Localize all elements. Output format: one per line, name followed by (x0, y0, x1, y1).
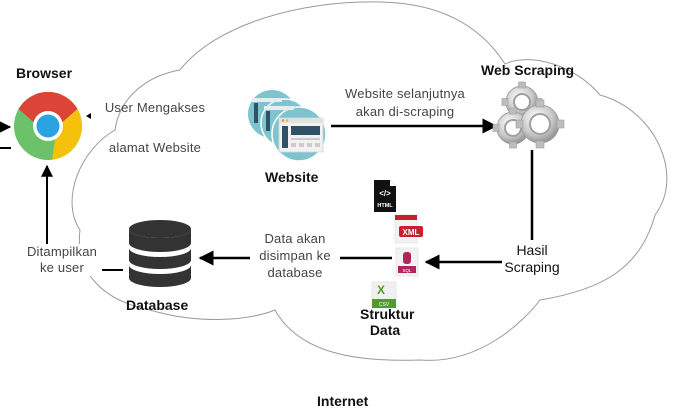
database-icon (129, 220, 191, 287)
svg-text:</>: </> (379, 189, 391, 198)
website-label: Website (265, 169, 319, 185)
edge-label-line: ke user (39, 260, 85, 275)
edge-label-line: Website selanjutnya (345, 86, 465, 101)
website-pages-icon (248, 90, 327, 162)
edge-label-line: disimpan ke (259, 248, 331, 263)
edge-label-line: database (267, 265, 323, 280)
chrome-icon (14, 92, 82, 160)
sql-file-icon: SQL (395, 247, 419, 277)
edge-label-line: Ditampilkan (26, 244, 98, 259)
web-scraping-label: Web Scraping (481, 62, 575, 78)
svg-text:SQL: SQL (402, 268, 412, 273)
svg-text:HTML: HTML (377, 203, 393, 209)
edge-label-line: Hasil (516, 242, 548, 258)
html-file-icon: </> HTML (374, 180, 396, 212)
svg-text:CSV: CSV (379, 302, 390, 308)
csv-file-icon: X CSV (371, 281, 397, 309)
xml-file-icon: XML (394, 214, 423, 244)
edge-label-struktur-to-database: Data akan disimpan ke database (250, 230, 340, 281)
edge-label-line: Data akan (264, 231, 326, 246)
edge-label-line: User Mengakses (104, 100, 206, 115)
edge-label-website-to-scraping: Website selanjutnya akan di-scraping (330, 85, 480, 121)
edge-label-line: akan di-scraping (355, 104, 455, 119)
struktur-data-label-line2: Data (369, 322, 401, 338)
edge-label-line: Scraping (504, 259, 560, 275)
struktur-data-label: Struktur Data (360, 306, 415, 338)
gears-icon (492, 81, 565, 149)
edge-label-database-to-browser: Ditampilkan ke user (22, 244, 102, 276)
internet-label: Internet (317, 393, 369, 409)
internet-cloud (71, 1, 668, 361)
struktur-data-label-line1: Struktur (360, 306, 415, 322)
database-label: Database (126, 297, 189, 313)
svg-text:X: X (377, 283, 385, 297)
arrow-browser-to-website-tip (86, 113, 91, 119)
edge-label-browser-to-website: User Mengakses alamat Website (100, 88, 210, 168)
browser-label: Browser (16, 65, 73, 81)
edge-label-hasil-scraping: Hasil Scraping (497, 242, 567, 276)
edge-label-line: alamat Website (108, 140, 202, 155)
svg-text:XML: XML (403, 228, 420, 237)
